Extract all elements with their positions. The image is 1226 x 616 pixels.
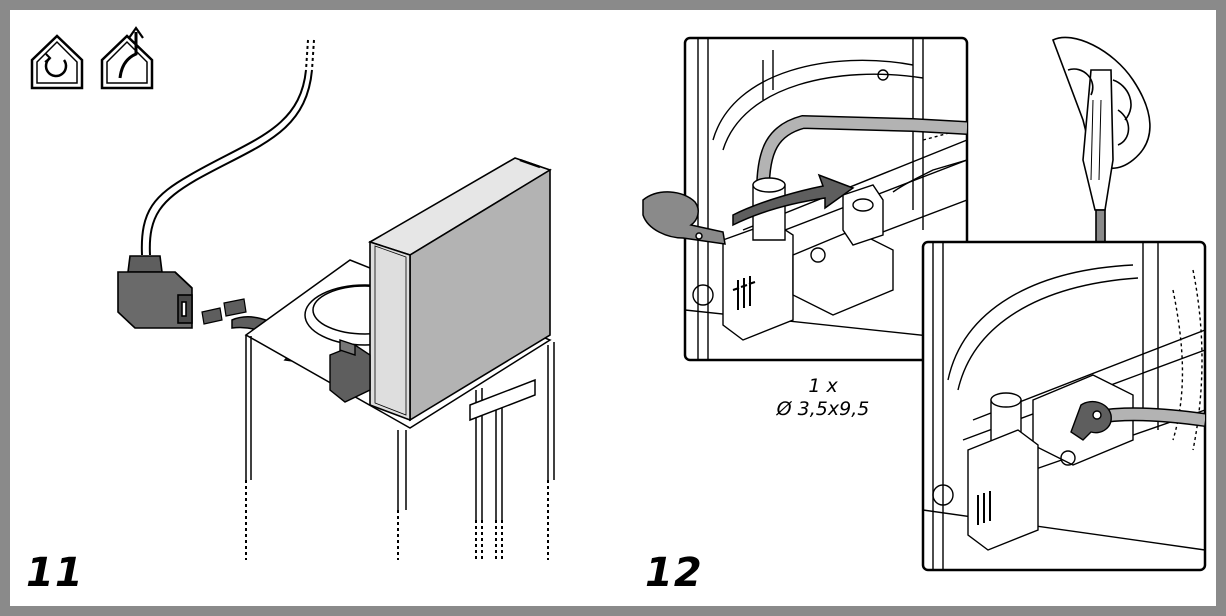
detail-view-screw-fixing xyxy=(921,240,1207,572)
step-12-illustration xyxy=(642,36,1207,572)
screw-size: Ø 3,5x9,5 xyxy=(776,398,870,420)
house-recirculation-icon xyxy=(30,34,84,90)
step-number-12: 12 xyxy=(645,550,703,596)
step-11-illustration xyxy=(30,26,555,560)
connector-tabs xyxy=(201,298,247,325)
step-number-11: 11 xyxy=(26,550,84,596)
screw-quantity: 1 x xyxy=(808,375,838,397)
step-12-panel: 1 x Ø 3,5x9,5 12 xyxy=(613,10,1216,606)
instruction-sheet: 11 xyxy=(10,10,1216,606)
power-cord xyxy=(140,39,315,256)
step-11-panel: 11 xyxy=(10,10,613,606)
house-extraction-icon xyxy=(100,26,154,90)
clamp-arrow xyxy=(732,173,855,227)
power-plug xyxy=(117,255,193,329)
cable-clamp-part xyxy=(642,191,726,245)
electronics-box xyxy=(368,157,552,422)
box-connector xyxy=(329,339,371,403)
screw-spec-label: 1 x Ø 3,5x9,5 xyxy=(753,375,893,421)
